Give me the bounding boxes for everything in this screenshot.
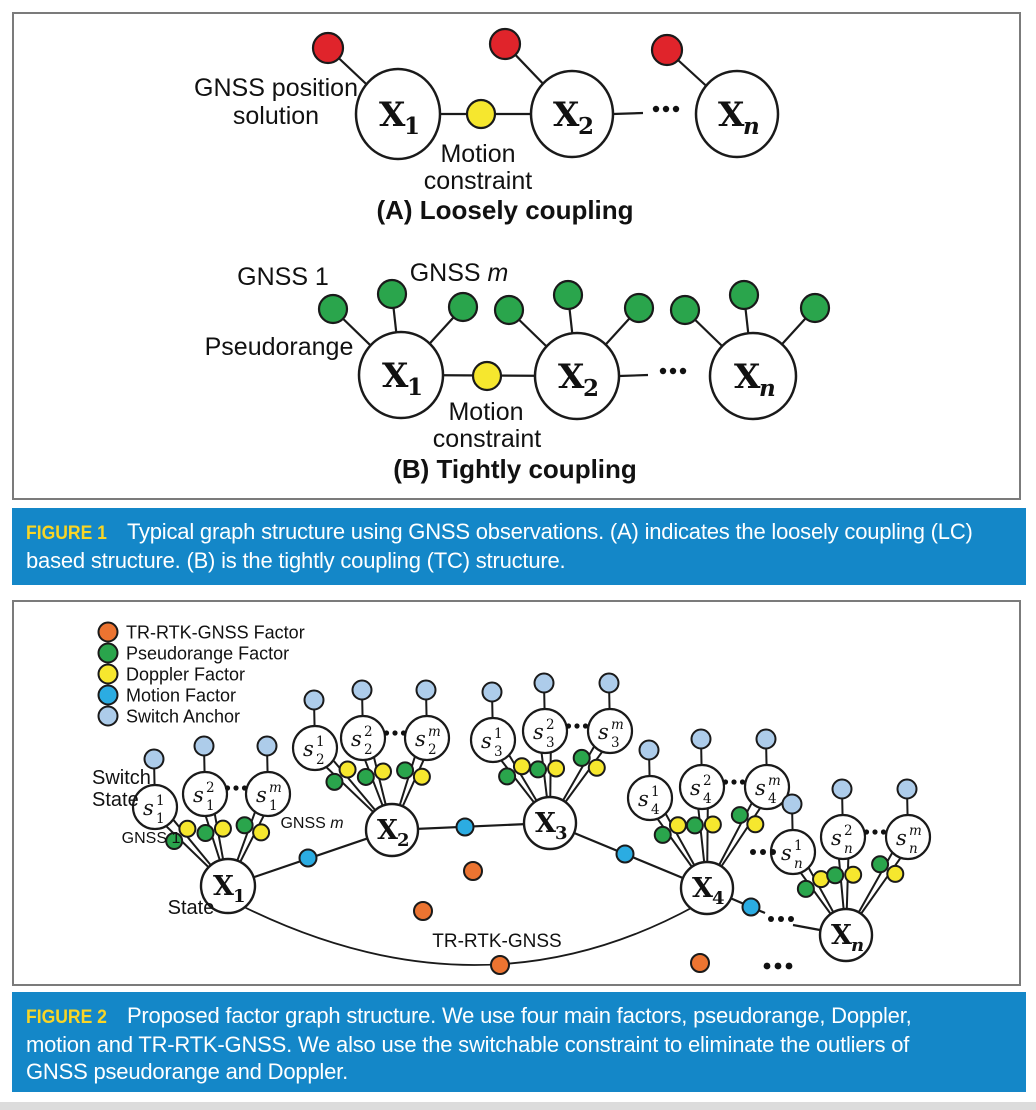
figure1-box <box>12 12 1021 500</box>
figure2-caption-text1: Proposed factor graph structure. We use … <box>126 1003 912 1028</box>
figure1-caption-line2: based structure. (B) is the tightly coup… <box>26 548 566 573</box>
figure1-caption-bar: FIGURE 1 Typical graph structure using GN… <box>12 508 1026 585</box>
figure2-caption-line1: FIGURE 2 Proposed factor graph structure.… <box>26 1002 1012 1031</box>
figure1-caption-line1: FIGURE 1 Typical graph structure using GN… <box>26 518 1012 547</box>
figure2-label: FIGURE 2 <box>26 1006 107 1028</box>
figure2-box <box>12 600 1021 986</box>
figure2-caption-line3: GNSS pseudorange and Doppler. <box>26 1059 348 1084</box>
figure1-label: FIGURE 1 <box>26 522 107 544</box>
figure2-caption-bar: FIGURE 2 Proposed factor graph structure.… <box>12 992 1026 1092</box>
page-edge-strip <box>0 1102 1036 1110</box>
figure2-caption-line2: motion and TR-RTK-GNSS. We also use the … <box>26 1032 910 1057</box>
figure1-caption-text1: Typical graph structure using GNSS obser… <box>126 519 973 544</box>
